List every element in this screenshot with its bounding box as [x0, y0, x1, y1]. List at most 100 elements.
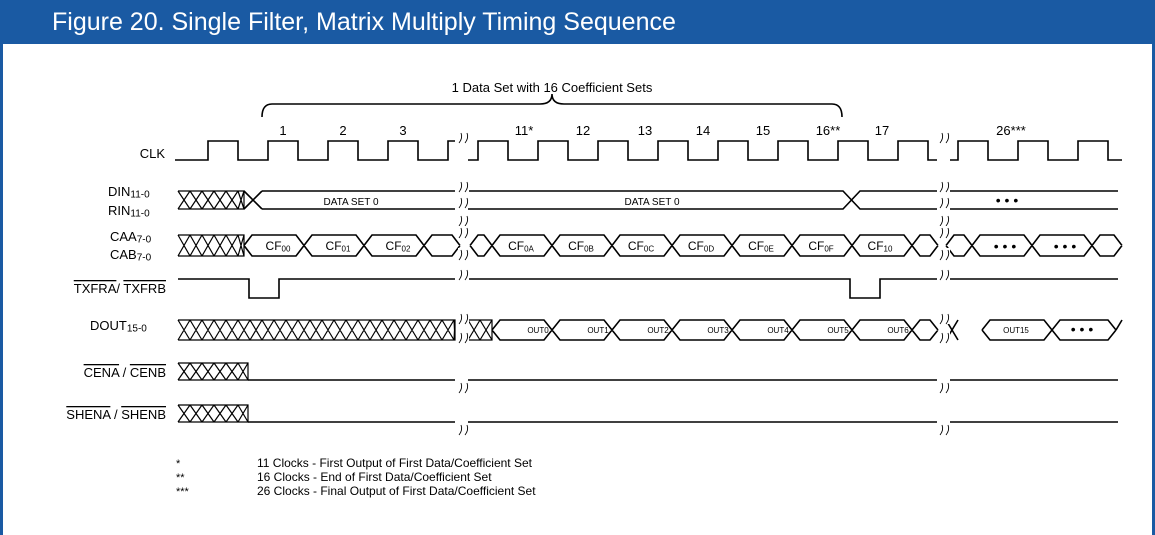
caa-unknown-band — [177, 234, 245, 257]
figure-header: Figure 20. Single Filter, Matrix Multipl… — [0, 0, 1155, 44]
dout-transition — [1115, 319, 1123, 331]
clock-number: 16** — [816, 123, 841, 138]
break-mark — [939, 313, 950, 325]
break-mark — [458, 313, 469, 325]
frame-border-right — [1152, 44, 1155, 535]
break-mark — [458, 132, 469, 144]
break-mark — [458, 197, 469, 209]
figure-title: Figure 20. Single Filter, Matrix Multipl… — [52, 8, 676, 36]
note-text: 26 Clocks - Final Output of First Data/C… — [257, 484, 536, 498]
break-mask — [939, 248, 950, 260]
break-mark — [458, 424, 469, 436]
brace-label: 1 Data Set with 16 Coefficient Sets — [452, 80, 653, 95]
break-mark — [939, 424, 950, 436]
dout-bus — [491, 319, 939, 341]
clock-number: 17 — [875, 123, 889, 138]
coefficient-label: CF0C — [628, 239, 654, 254]
rin-label: RIN11-0 — [108, 203, 150, 220]
coefficient-label: CF00 — [266, 239, 291, 254]
frame-border-left — [0, 44, 3, 535]
coefficient-label: CF0D — [688, 239, 714, 254]
break-mark — [939, 181, 950, 193]
dout-bus — [981, 319, 1117, 341]
break-mask — [458, 381, 469, 393]
ellipsis-dots: • • • — [1054, 238, 1077, 254]
break-mark — [939, 215, 950, 227]
shen-unknown-band — [177, 404, 249, 423]
break-mark — [458, 269, 469, 281]
break-mask — [458, 131, 469, 143]
cen-label: CENA / CENB — [84, 365, 166, 380]
txfr-waveform — [468, 278, 937, 299]
clk-waveform — [175, 140, 455, 161]
dout-label: DOUT15-0 — [90, 318, 147, 335]
break-mask — [458, 331, 469, 343]
break-mask — [458, 248, 469, 260]
output-label: OUT0 — [527, 326, 549, 335]
cab-label: CAB7-0 — [110, 247, 152, 264]
clock-number: 2 — [339, 123, 346, 138]
output-label: OUT3 — [707, 326, 729, 335]
clk-waveform — [950, 140, 1122, 161]
note-mark: ** — [176, 472, 185, 484]
din-unknown-band — [177, 190, 245, 210]
note-mark: *** — [176, 486, 190, 498]
coefficient-label: CF10 — [868, 239, 893, 254]
dout-unknown-band — [467, 319, 493, 341]
break-mask — [458, 312, 469, 324]
clock-number: 14 — [696, 123, 710, 138]
clock-number: 12 — [576, 123, 590, 138]
txfr-waveform — [178, 278, 455, 299]
clock-number: 11* — [515, 123, 534, 138]
break-mark — [939, 227, 950, 239]
break-mask — [458, 226, 469, 238]
din-line — [468, 190, 937, 210]
cen-unknown-band — [177, 362, 249, 381]
clk-label: CLK — [140, 146, 166, 161]
break-mask — [458, 196, 469, 208]
break-mask — [939, 423, 950, 435]
caa-bus — [243, 234, 461, 257]
break-mark — [939, 382, 950, 394]
break-mark — [939, 332, 950, 344]
break-mark — [939, 269, 950, 281]
output-label: OUT2 — [647, 326, 669, 335]
clk-waveform — [468, 140, 937, 161]
caa-bus — [945, 234, 1123, 257]
data-set-label: DATA SET 0 — [624, 197, 679, 208]
output-label: OUT1 — [587, 326, 609, 335]
break-mask — [939, 268, 950, 280]
coefficient-label: CF01 — [326, 239, 351, 254]
break-mark — [939, 197, 950, 209]
break-mark — [458, 249, 469, 261]
coefficient-label: CF0A — [508, 239, 534, 254]
break-mask — [939, 131, 950, 143]
ellipsis-dots: • • • — [1071, 321, 1094, 337]
ellipsis-dots: • • • — [996, 192, 1019, 208]
coefficient-label: CF0B — [568, 239, 594, 254]
break-mask — [458, 268, 469, 280]
break-mark — [939, 249, 950, 261]
break-mask — [939, 381, 950, 393]
clock-number: 13 — [638, 123, 652, 138]
break-mask — [458, 214, 469, 226]
txfr-label: TXFRA/ TXFRB — [74, 281, 166, 296]
break-mark — [939, 132, 950, 144]
clock-number: 3 — [399, 123, 406, 138]
coefficient-label: CF0E — [748, 239, 774, 254]
note-text: 16 Clocks - End of First Data/Coefficien… — [257, 470, 492, 484]
ellipsis-dots: • • • — [994, 238, 1017, 254]
note-text: 11 Clocks - First Output of First Data/C… — [257, 456, 533, 470]
caa-bus — [469, 234, 939, 257]
break-mark — [458, 215, 469, 227]
dout-unknown-band — [177, 319, 456, 341]
din-line — [950, 190, 1118, 210]
break-mask — [939, 331, 950, 343]
coefficient-label: CF0F — [808, 239, 833, 254]
clock-number: 26*** — [996, 123, 1026, 138]
break-mask — [939, 196, 950, 208]
note-mark: * — [176, 458, 181, 470]
break-mark — [458, 382, 469, 394]
